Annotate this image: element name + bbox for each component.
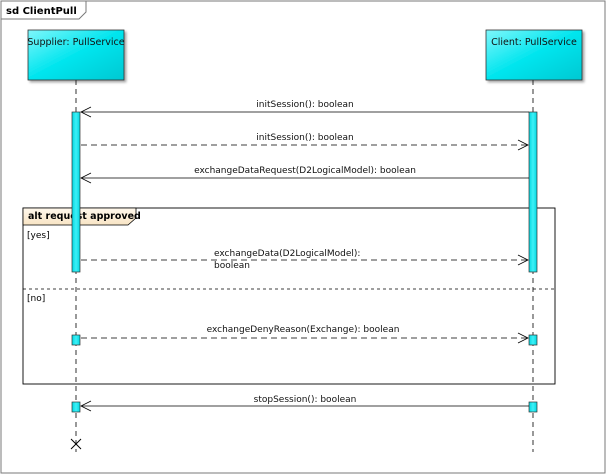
message-stop-session-label: stopSession(): boolean bbox=[254, 395, 357, 405]
message-exchange-data: exchangeData(D2LogicalModel): boolean bbox=[81, 249, 529, 271]
client-activation-bar bbox=[528, 111, 538, 273]
supplier-activation-stop bbox=[71, 401, 81, 413]
message-exchange-deny-reason-label: exchangeDenyReason(Exchange): boolean bbox=[207, 325, 400, 335]
message-init-session-call: initSession(): boolean bbox=[80, 100, 529, 118]
supplier-lifeline-head: Supplier: PullService bbox=[27, 29, 125, 81]
message-stop-session: stopSession(): boolean bbox=[80, 395, 529, 412]
client-lifeline-head: Client: PullService bbox=[485, 29, 583, 81]
guard-yes: [yes] bbox=[27, 231, 50, 241]
client-activation-stop bbox=[528, 401, 538, 413]
guard-no: [no] bbox=[27, 294, 45, 304]
supplier-destruction-marker bbox=[70, 438, 82, 450]
alt-fragment-title: alt request approved bbox=[28, 211, 141, 222]
message-exchange-data-label-line2: boolean bbox=[214, 261, 250, 271]
message-exchange-data-request-label: exchangeDataRequest(D2LogicalModel): boo… bbox=[194, 166, 416, 176]
message-exchange-data-label-line1: exchangeData(D2LogicalModel): bbox=[214, 249, 360, 259]
supplier-lifeline-label: Supplier: PullService bbox=[27, 37, 124, 48]
client-lifeline-label: Client: PullService bbox=[491, 37, 577, 48]
supplier-activation-bar bbox=[71, 111, 81, 273]
supplier-activation-deny bbox=[71, 334, 81, 346]
message-exchange-data-request: exchangeDataRequest(D2LogicalModel): boo… bbox=[80, 166, 529, 184]
message-init-session-reply-label: initSession(): boolean bbox=[256, 133, 353, 143]
diagram-title: sd ClientPull bbox=[6, 6, 77, 17]
client-activation-deny bbox=[528, 334, 538, 346]
message-init-session-call-label: initSession(): boolean bbox=[256, 100, 353, 110]
message-init-session-reply: initSession(): boolean bbox=[81, 133, 529, 151]
message-exchange-deny-reason: exchangeDenyReason(Exchange): boolean bbox=[81, 325, 529, 344]
